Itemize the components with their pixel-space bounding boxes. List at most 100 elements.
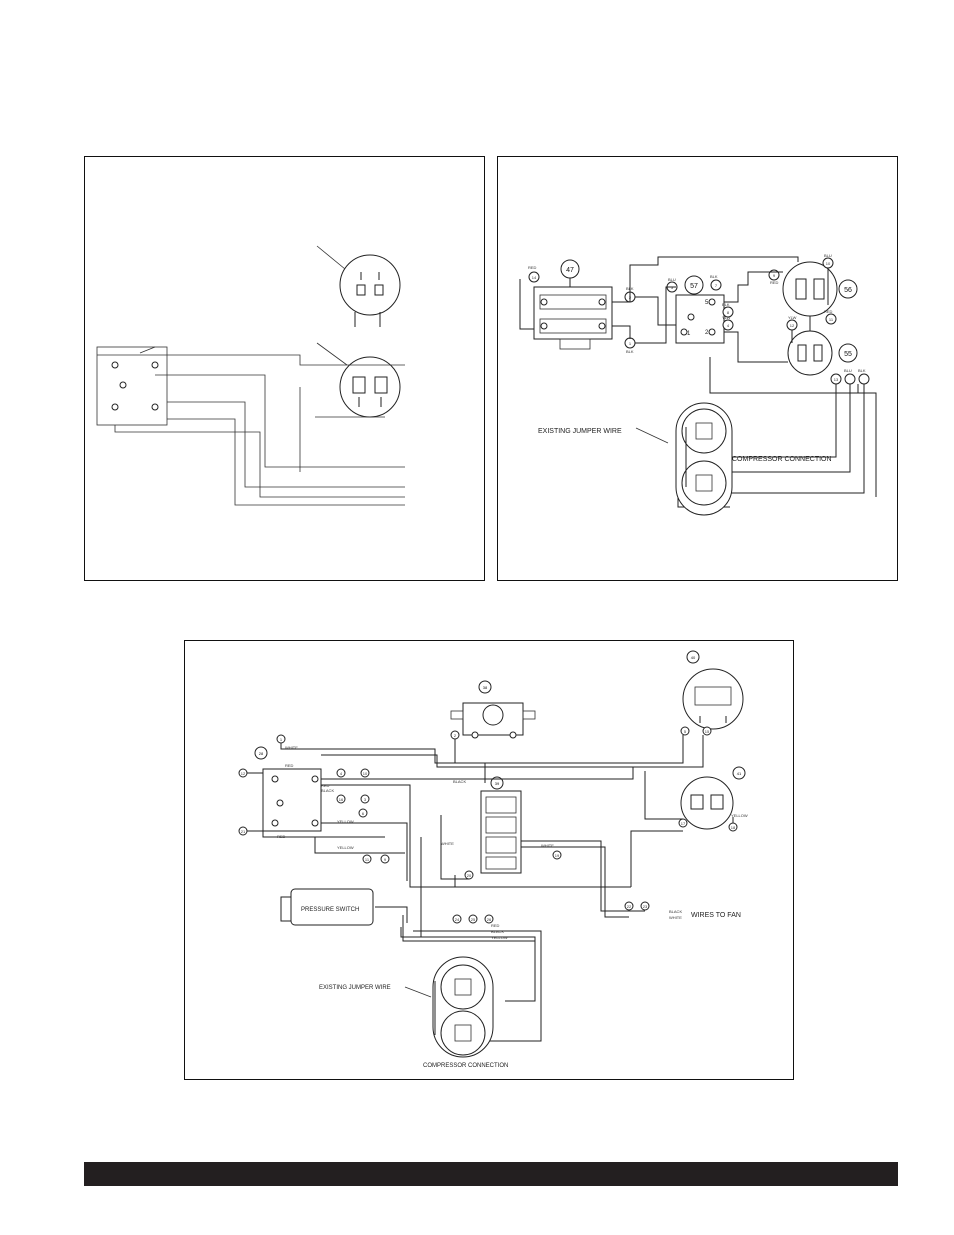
- terminal-13c: [858, 373, 870, 385]
- component-badge-38: [478, 680, 492, 694]
- terminal: [336, 794, 346, 804]
- svg-text:10: 10: [826, 261, 831, 266]
- compressor-connection: [432, 956, 494, 1058]
- svg-text:BLK: BLK: [858, 368, 866, 373]
- svg-text:14: 14: [532, 275, 537, 280]
- component-badge-39: [490, 776, 504, 790]
- svg-text:WHITE: WHITE: [441, 841, 454, 846]
- svg-text:16: 16: [339, 797, 344, 802]
- receptacle-top: [339, 254, 401, 327]
- svg-text:RED: RED: [770, 280, 779, 285]
- wiring-diagram-right-panel: 47 57 5 1 2 56 55: [497, 156, 898, 581]
- terminal-4: [722, 319, 734, 331]
- switch-block: [96, 346, 168, 426]
- svg-text:BLK: BLK: [710, 274, 718, 279]
- fuse-block-39: [480, 790, 522, 874]
- relay-pin-label: 1: [687, 331, 691, 337]
- svg-text:BLACK: BLACK: [321, 788, 334, 793]
- svg-text:YELLOW: YELLOW: [337, 845, 354, 850]
- terminal: [360, 768, 370, 778]
- svg-text:1: 1: [280, 737, 283, 742]
- svg-text:11: 11: [365, 857, 370, 862]
- terminal: [468, 914, 478, 924]
- wiring-diagram-bottom-svg: 38 39 40 41: [238, 650, 748, 1069]
- terminal: [702, 726, 712, 736]
- terminal: [360, 794, 370, 804]
- svg-text:8: 8: [727, 310, 730, 315]
- svg-text:4: 4: [340, 771, 343, 776]
- svg-text:5: 5: [684, 729, 687, 734]
- svg-text:7: 7: [715, 283, 718, 288]
- relay-pin-label: 5: [705, 300, 709, 306]
- terminal: [640, 901, 650, 911]
- svg-text:3: 3: [364, 797, 367, 802]
- leader-line: [316, 342, 348, 366]
- component-label-57: 57: [690, 283, 698, 290]
- svg-text:40: 40: [691, 655, 696, 660]
- component-badge-56: [838, 279, 858, 299]
- svg-text:24: 24: [455, 917, 460, 922]
- leader-line: [316, 245, 346, 270]
- terminal: [552, 850, 562, 860]
- terminal-11: [825, 313, 837, 325]
- receptacle-55: [787, 330, 833, 376]
- svg-text:22: 22: [627, 904, 632, 909]
- svg-text:BLU: BLU: [668, 277, 676, 282]
- receptacle-lower: [339, 356, 401, 418]
- svg-text:21: 21: [241, 829, 246, 834]
- pressure-switch: [280, 888, 374, 926]
- component-badge-57: [684, 275, 704, 295]
- svg-text:YELLOW: YELLOW: [731, 813, 748, 818]
- terminal: [452, 914, 462, 924]
- svg-text:12: 12: [241, 771, 246, 776]
- svg-text:BLACK: BLACK: [669, 909, 682, 914]
- svg-text:23: 23: [643, 904, 648, 909]
- svg-text:BLK: BLK: [722, 302, 730, 307]
- terminal: [362, 854, 372, 864]
- wiring-diagram-left-svg: [96, 245, 405, 506]
- terminal: [624, 901, 634, 911]
- compressor-connection: [675, 402, 733, 516]
- svg-text:10: 10: [363, 771, 368, 776]
- svg-text:11: 11: [829, 317, 834, 322]
- receptacle-56: [782, 261, 838, 317]
- svg-text:YLW: YLW: [788, 315, 797, 320]
- existing-jumper-wire-label: EXISTING JUMPER WIRE: [319, 985, 391, 991]
- svg-text:WHITE: WHITE: [541, 843, 554, 848]
- svg-text:18: 18: [731, 825, 736, 830]
- receptacle-40: [682, 668, 744, 730]
- component-label-47: 47: [566, 267, 574, 274]
- svg-text:4: 4: [727, 323, 730, 328]
- svg-text:19: 19: [555, 853, 560, 858]
- svg-text:6: 6: [362, 811, 365, 816]
- jumper-leader: [404, 986, 432, 998]
- svg-text:28: 28: [259, 751, 264, 756]
- svg-text:12: 12: [790, 323, 795, 328]
- receptacle-41: [680, 776, 734, 830]
- terminal: [680, 726, 690, 736]
- terminal: [358, 808, 368, 818]
- terminal-13b: [844, 373, 856, 385]
- relay-pin-label: 2: [705, 330, 709, 336]
- svg-text:RED: RED: [285, 763, 294, 768]
- svg-text:17: 17: [681, 821, 686, 826]
- component-badge-41: [732, 766, 746, 780]
- svg-text:2: 2: [454, 733, 457, 738]
- contactor-47: [533, 286, 613, 350]
- svg-text:BLU: BLU: [844, 368, 852, 373]
- svg-text:RED: RED: [824, 309, 833, 314]
- svg-text:RED: RED: [491, 923, 500, 928]
- compressor-connection-label: COMPRESSOR CONNECTION: [423, 1063, 508, 1069]
- svg-text:9: 9: [384, 857, 387, 862]
- terminal: [484, 914, 494, 924]
- svg-text:13: 13: [834, 377, 839, 382]
- svg-text:BLK: BLK: [626, 349, 634, 354]
- svg-text:15: 15: [705, 729, 710, 734]
- svg-text:BLU: BLU: [824, 253, 832, 258]
- svg-text:41: 41: [737, 771, 742, 776]
- terminal: [380, 854, 390, 864]
- svg-text:BLACK: BLACK: [453, 779, 466, 784]
- wires-to-fan-label: WIRES TO FAN: [691, 912, 741, 919]
- terminal-markers: 1 2 4 10 12 21 16 3 6 11 9 5 15: [238, 726, 738, 924]
- wiring-diagram-right-svg: 47 57 5 1 2 56 55: [519, 253, 877, 516]
